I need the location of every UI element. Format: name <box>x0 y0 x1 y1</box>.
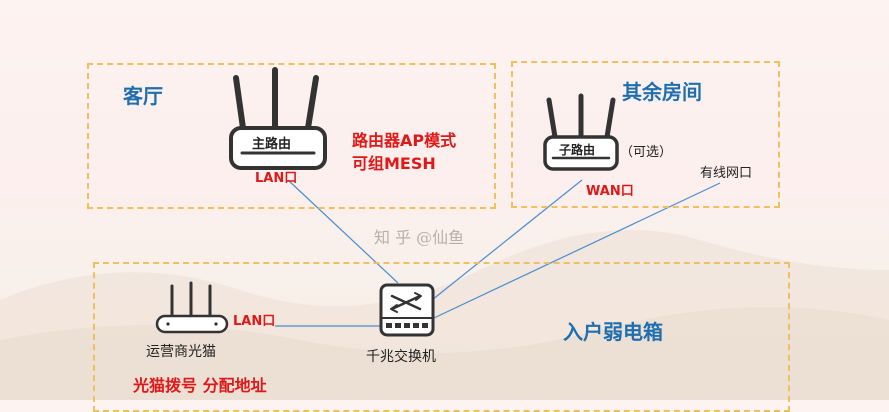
main-router-port-label: LAN口 <box>255 171 298 186</box>
zone-living-room <box>87 63 496 209</box>
modem-note-label: 光猫拨号 分配地址 <box>133 376 267 395</box>
main-router-icon <box>229 67 327 170</box>
modem-port-label: LAN口 <box>233 314 276 329</box>
main-router-note-line1: 路由器AP模式 <box>352 131 457 150</box>
link-sub-router-to-switch <box>431 179 583 301</box>
link-wired-port-to-switch <box>433 182 721 319</box>
main-router-note-line2: 可组MESH <box>352 154 436 173</box>
switch-label: 千兆交换机 <box>366 349 436 365</box>
zone-other-rooms <box>511 61 780 208</box>
network-diagram-canvas <box>0 67 889 400</box>
watermark-text: 知 乎 @仙鱼 <box>374 228 465 247</box>
sub-router-label: 子路由 <box>559 143 596 157</box>
link-main-router-to-switch <box>287 179 399 284</box>
sub-router-optional-label: （可选） <box>620 145 673 160</box>
modem-icon <box>155 281 229 334</box>
switch-icon <box>379 283 435 337</box>
sub-router-port-label: WAN口 <box>586 184 634 199</box>
main-router-label: 主路由 <box>252 137 292 152</box>
sub-router-icon <box>543 93 619 171</box>
zone-title-living-room: 客厅 <box>123 84 163 108</box>
modem-label: 运营商光猫 <box>146 344 216 360</box>
wired-port-label: 有线网口 <box>700 166 753 181</box>
zone-title-panel: 入户弱电箱 <box>563 320 663 344</box>
zone-title-other-rooms: 其余房间 <box>622 80 702 104</box>
